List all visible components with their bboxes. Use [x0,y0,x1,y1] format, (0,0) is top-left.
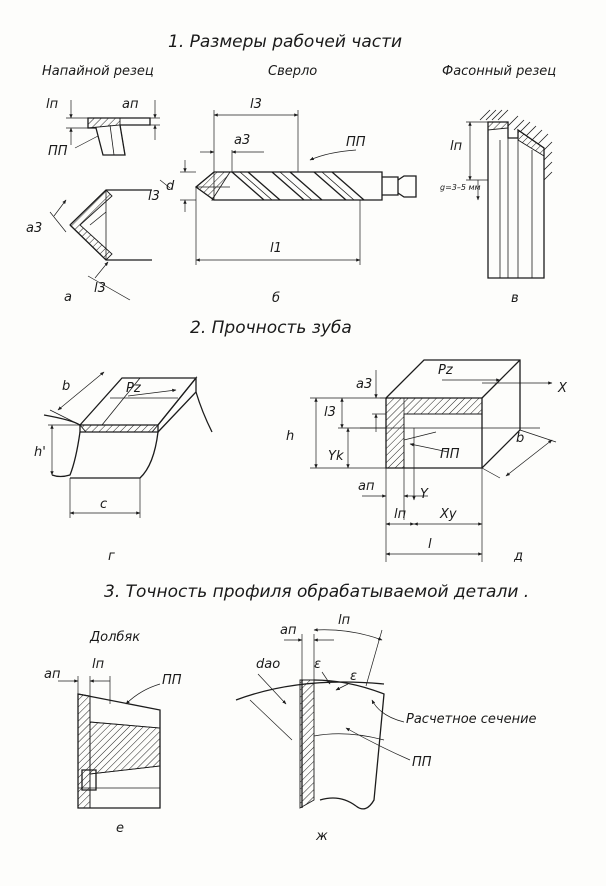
label-d-pz: Pz [438,363,454,378]
figure-zh-zub-dolbyaka: dao aп lп ε ε ПП ж [235,613,432,844]
label-v-ln: lп [450,139,463,154]
label-a-an: aп [122,97,139,112]
label-a-l3: l3 [94,281,106,296]
caption-fasonny-rezets: Фасонный резец [442,64,556,79]
figure-letter-b: б [272,291,280,306]
label-g-pz: Pz [126,381,142,396]
label-d-h: h [286,429,294,444]
section-3-title: 3. Точность профиля обрабатываемой детал… [104,582,529,602]
label-g-h-prime: h' [34,445,46,460]
figure-letter-zh: ж [315,829,328,844]
label-d-an: aп [358,479,375,494]
label-zh-eps-1: ε [314,657,321,672]
figure-g-zub: Pz b h' c г [34,371,213,564]
figure-letter-e: е [116,821,124,836]
label-d-y: Y [420,487,429,502]
label-d-ln: lп [394,507,407,522]
figure-letter-g: г [108,549,115,564]
label-b-l3-short: l3 [148,189,160,204]
figure-letter-d: д [513,549,523,564]
caption-dolbyak: Долбяк [89,630,140,645]
section-2-title: 2. Прочность зуба [190,318,352,338]
label-e-pp: ПП [162,673,182,688]
figure-v-fasonny-rezets: lп g=3–5 мм в [440,109,553,306]
label-zh-an: aп [280,623,297,638]
caption-napainoy-rezets: Напайной резец [42,64,154,79]
label-d-xy: Xy [439,507,457,522]
label-d-l: l [428,537,432,552]
label-zh-ln: lп [338,613,351,628]
label-d-a3: a3 [356,377,372,392]
label-b-l1: l1 [270,241,282,256]
figure-b-sverlo: l3 a3 ПП d l3 l1 б [148,97,417,306]
label-e-an: aп [44,667,61,682]
figure-d-blok: Pz X a3 l3 h Yk Y ПП b aп lп Xy [286,359,568,564]
label-v-g-note: g=3–5 мм [440,183,481,192]
label-d-x: X [557,381,568,396]
caption-sverlo: Сверло [268,64,317,79]
label-zh-dao: dao [256,657,280,672]
label-g-c: c [100,497,107,512]
label-d-l3: l3 [324,405,336,420]
label-d-pp: ПП [440,447,460,462]
label-a-a3: a3 [26,221,42,236]
section-1-title: 1. Размеры рабочей части [168,32,402,52]
label-b-a3: a3 [234,133,250,148]
label-d-b: b [516,431,524,446]
figure-letter-a: а [64,290,72,305]
label-e-ln: lп [92,657,105,672]
caption-raschetnoe-sechenie: Расчетное сечение [406,712,537,727]
figure-letter-v: в [511,291,519,306]
figure-a-napainoy-rezets: lп aп ПП a3 l3 а [26,97,160,305]
label-a-ln: lп [46,97,59,112]
label-g-b: b [62,379,70,394]
label-d-yk: Yk [328,449,344,464]
label-a-pp: ПП [48,144,68,159]
label-zh-eps-2: ε [350,669,357,684]
label-b-d: d [166,179,175,194]
label-b-l3: l3 [250,97,262,112]
label-b-pp: ПП [346,135,366,150]
label-zh-pp: ПП [412,755,432,770]
figure-e-dolbyak: aп lп ПП е [44,657,182,836]
